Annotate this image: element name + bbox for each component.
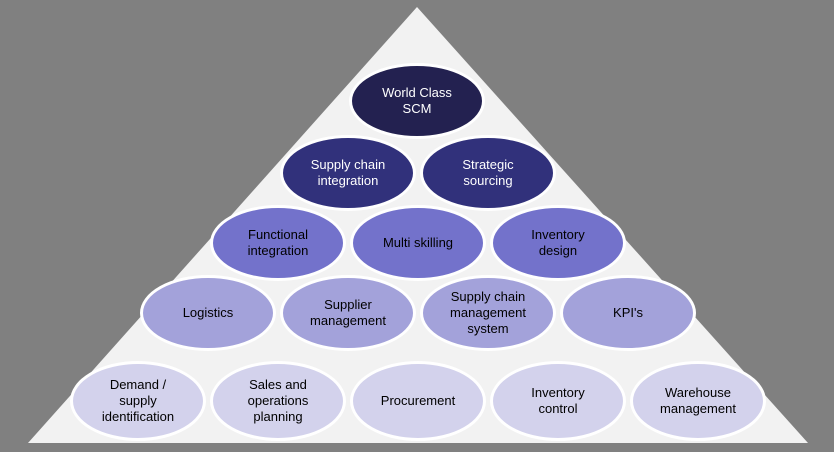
pyramid-node-label: Demand / supply identification	[101, 377, 175, 424]
pyramid-node-world-class-scm: World Class SCM	[349, 63, 485, 139]
pyramid-node-label: Logistics	[182, 305, 234, 320]
pyramid-node-demand-supply-identification: Demand / supply identification	[70, 361, 206, 441]
pyramid-node-supply-chain-integration: Supply chain integration	[280, 135, 416, 211]
pyramid-node-strategic-sourcing: Strategic sourcing	[420, 135, 556, 211]
pyramid-node-label: Multi skilling	[382, 235, 454, 250]
pyramid-node-procurement: Procurement	[350, 361, 486, 441]
pyramid-node-label: Functional integration	[247, 227, 309, 258]
pyramid-node-inventory-design: Inventory design	[490, 205, 626, 281]
pyramid-node-label: Inventory control	[531, 385, 585, 416]
pyramid-node-warehouse-management: Warehouse management	[630, 361, 766, 441]
pyramid-node-label: Supplier management	[310, 297, 386, 328]
pyramid-node-multi-skilling: Multi skilling	[350, 205, 486, 281]
pyramid-node-sales-and-operations-planning: Sales and operations planning	[210, 361, 346, 441]
pyramid-node-label: Procurement	[380, 393, 456, 408]
pyramid-node-label: KPI's	[613, 305, 643, 320]
pyramid-node-supplier-management: Supplier management	[280, 275, 416, 351]
pyramid-node-label: Warehouse management	[660, 385, 736, 416]
pyramid-node-functional-integration: Functional integration	[210, 205, 346, 281]
pyramid-node-supply-chain-management-system: Supply chain management system	[420, 275, 556, 351]
pyramid-node-kpis: KPI's	[560, 275, 696, 351]
pyramid-node-label: World Class SCM	[382, 85, 452, 116]
pyramid-node-inventory-control: Inventory control	[490, 361, 626, 441]
pyramid-node-label: Inventory design	[531, 227, 585, 258]
pyramid-node-label: Supply chain management system	[450, 289, 526, 336]
pyramid-node-logistics: Logistics	[140, 275, 276, 351]
pyramid-node-label: Sales and operations planning	[247, 377, 309, 424]
pyramid-node-label: Supply chain integration	[310, 157, 386, 188]
pyramid-node-label: Strategic sourcing	[462, 157, 514, 188]
